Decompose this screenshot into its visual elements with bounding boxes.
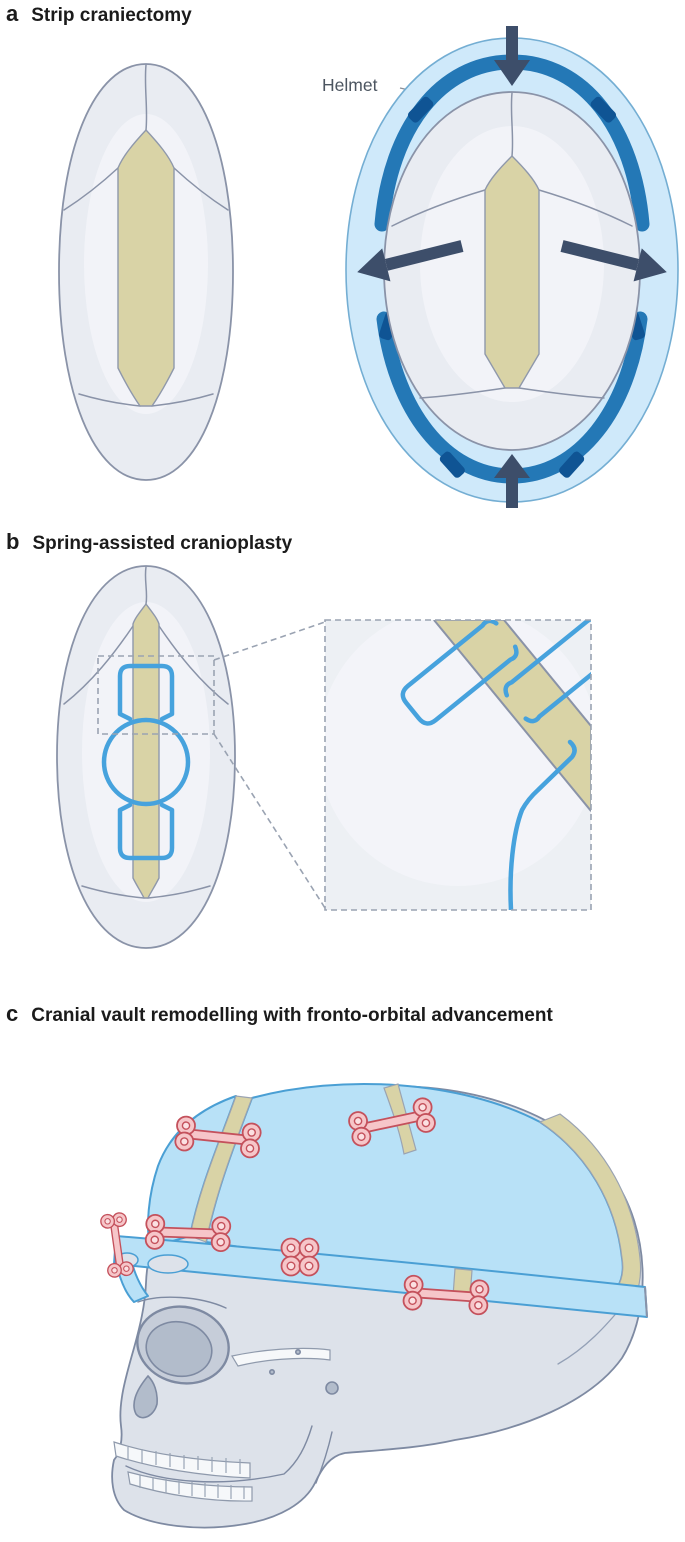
force-arrows (357, 26, 667, 508)
zygomatic-arch (231, 1347, 331, 1367)
compression-arrow-top (494, 26, 530, 86)
coronal-suture-left (391, 189, 486, 227)
skull-lateral-view (99, 1082, 648, 1529)
expansion-arrow-left (357, 240, 464, 282)
craniectomy-strip (132, 603, 160, 899)
metopic-suture (144, 64, 148, 131)
spring-bottom (117, 802, 175, 861)
coronal-suture-left (63, 167, 119, 211)
bone-edge-line (433, 620, 591, 812)
panel-b-header: b Spring-assisted cranioplasty (6, 530, 292, 556)
brow-ridge (137, 1296, 227, 1309)
nasal-aperture (133, 1374, 158, 1419)
panel-b-illustration (56, 565, 592, 949)
upper-teeth (113, 1441, 251, 1479)
mandible-ramus (315, 1431, 333, 1484)
skull-top-view-with-helmet (345, 26, 679, 508)
foramen (294, 1348, 301, 1355)
lambdoid-suture-left (78, 393, 141, 407)
helmet-annotation: Helmet (322, 75, 378, 95)
skull-top-view-craniectomy (58, 63, 234, 481)
panel-c-title: Cranial vault remodelling with fronto-or… (31, 1005, 553, 1026)
zoom-connector-bottom (213, 733, 326, 909)
skull-top-view-springs (56, 565, 236, 949)
spring-wire-leg (508, 739, 577, 910)
compression-arrow-bottom (494, 454, 530, 508)
zoom-region-box (97, 655, 215, 735)
orbit-cavity (145, 1320, 213, 1378)
fixation-plate-quad (280, 1237, 320, 1277)
foramen (268, 1368, 275, 1375)
ear-canal (325, 1381, 339, 1395)
helmet-pad (559, 451, 585, 478)
lower-teeth (127, 1471, 253, 1502)
coronal-suture-right (158, 625, 229, 705)
spring-top (117, 663, 175, 722)
coronal-suture-right (538, 189, 633, 227)
panel-c-label: c (6, 1001, 19, 1026)
lower-teeth-separations (139, 1475, 245, 1499)
helmet-pad (590, 96, 617, 123)
craniectomy-strip (117, 129, 175, 407)
zoom-connector-top (213, 621, 326, 661)
panel-a-title: Strip craniectomy (31, 5, 192, 26)
panel-c-header: c Cranial vault remodelling with fronto-… (6, 1002, 553, 1028)
coronal-suture-right (173, 167, 229, 211)
metopic-suture (510, 92, 514, 157)
bar-end-cut (644, 1286, 648, 1318)
helmet-pad (407, 96, 434, 123)
panel-c-illustration (99, 1082, 648, 1529)
lambdoid-suture-right (147, 885, 211, 899)
helmet-pad (439, 451, 465, 478)
panel-b-label: b (6, 529, 20, 554)
mandible-line (125, 1425, 313, 1483)
craniectomy-strip (484, 155, 540, 389)
panel-a-header: a Strip craniectomy (6, 2, 192, 28)
metopic-suture (144, 566, 148, 605)
lambdoid-suture-right (151, 393, 214, 407)
lambdoid-suture-left (419, 387, 506, 399)
supraorbital-notch (147, 1254, 189, 1274)
spring-loop (101, 717, 191, 807)
panel-a-label: a (6, 1, 19, 26)
upper-teeth-separations (127, 1447, 241, 1474)
lambdoid-suture-right (518, 387, 605, 399)
coronal-suture-left (63, 625, 134, 705)
panel-a-illustration (58, 26, 679, 508)
lambdoid-suture-left (81, 885, 145, 899)
bone-edge-line (503, 620, 591, 727)
panel-b-title: Spring-assisted cranioplasty (32, 533, 293, 554)
spring-detail-inset (324, 619, 592, 911)
expansion-arrow-right (560, 240, 667, 282)
inset-border (324, 619, 592, 911)
